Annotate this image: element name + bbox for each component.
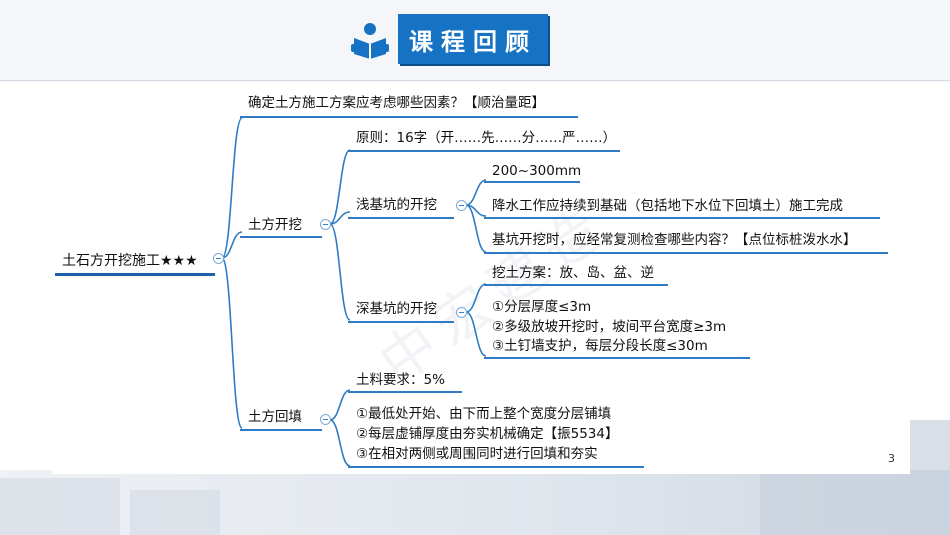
deep-item: ②多级放坡开挖时，坡间平台宽度≥3m	[492, 319, 727, 335]
node-underline	[348, 391, 462, 393]
root-node: 土石方开挖施工★★★	[62, 253, 198, 269]
backfill-item: ①最低处开始、由下而上整个宽度分层铺填	[356, 406, 612, 422]
node-underline	[484, 252, 888, 254]
shallow-item: 基坑开挖时，应经常复测检查哪些内容？【点位标桩泼水水】	[492, 232, 857, 248]
root-underline	[55, 273, 215, 276]
reading-person-icon	[350, 20, 390, 60]
principle-node: 原则：16字（开……先……分……严……）	[356, 130, 617, 146]
top-question-node: 确定土方施工方案应考虑哪些因素？【顺治量距】	[248, 95, 545, 111]
collapse-icon[interactable]	[213, 253, 224, 264]
node-underline	[348, 321, 454, 323]
collapse-icon[interactable]	[320, 219, 331, 230]
backfill-item: ③在相对两侧或周围同时进行回填和夯实	[356, 446, 598, 462]
node-underline	[484, 284, 668, 286]
deep-pit-node: 深基坑的开挖	[356, 301, 437, 317]
collapse-icon[interactable]	[320, 414, 331, 425]
backfill-item: ②每层虚铺厚度由夯实机械确定【振5534】	[356, 426, 619, 442]
deep-item: ③土钉墙支护，每层分段长度≤30m	[492, 338, 708, 354]
collapse-icon[interactable]	[456, 307, 467, 318]
page-title: 课程回顾	[398, 14, 548, 64]
excavation-node: 土方开挖	[248, 217, 302, 233]
node-underline	[484, 181, 580, 183]
node-underline	[240, 429, 322, 431]
building-decoration	[0, 478, 120, 535]
node-underline	[240, 116, 578, 118]
material-node: 土料要求：5%	[356, 372, 445, 388]
backfill-node: 土方回填	[248, 409, 302, 425]
mindmap-card	[52, 84, 910, 474]
page-number: 3	[888, 452, 895, 465]
node-underline	[484, 357, 750, 359]
node-underline	[348, 217, 454, 219]
shallow-item: 降水工作应持续到基础（包括地下水位下回填土）施工完成	[492, 198, 843, 214]
node-underline	[484, 217, 880, 219]
node-underline	[348, 150, 620, 152]
collapse-icon[interactable]	[456, 200, 467, 211]
shallow-pit-node: 浅基坑的开挖	[356, 197, 437, 213]
node-underline	[348, 466, 644, 468]
node-underline	[240, 236, 322, 238]
header-divider	[0, 80, 950, 81]
building-decoration	[130, 490, 220, 535]
deep-scheme-node: 挖土方案：放、岛、盆、逆	[492, 265, 654, 281]
deep-item: ①分层厚度≤3m	[492, 299, 592, 315]
shallow-item: 200~300mm	[492, 163, 582, 179]
